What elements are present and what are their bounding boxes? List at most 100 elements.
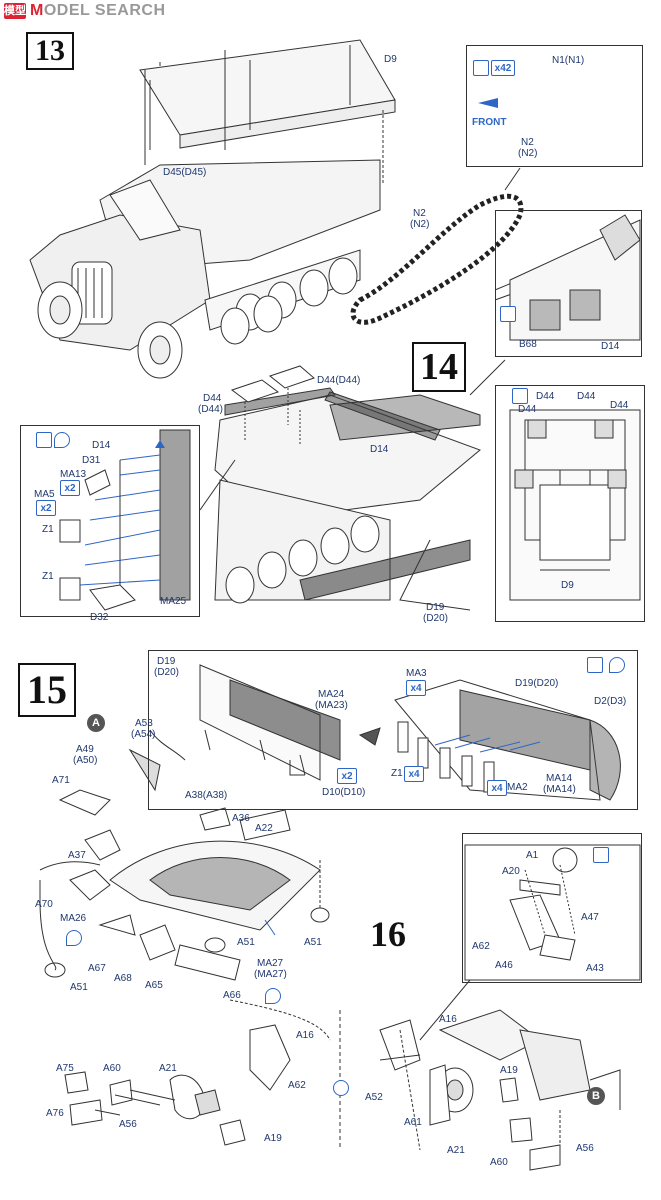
part-label: D14: [370, 444, 389, 455]
part-label: (A50): [73, 755, 98, 766]
multiplier-badge-ma2: x4: [487, 780, 507, 796]
part-label: A65: [145, 980, 163, 991]
part-label: A66: [223, 990, 241, 1001]
multiplier-badge-z1: x4: [404, 766, 424, 782]
step14-detail-right: [495, 385, 645, 622]
part-label: D44: [536, 391, 555, 402]
part-label: A51: [304, 937, 322, 948]
part-label: A61: [404, 1117, 422, 1128]
cement-icon: [500, 306, 516, 322]
part-label: A38(A38): [185, 790, 228, 801]
paint-drop-icon: [66, 930, 82, 946]
step-number-16: 16: [365, 912, 411, 956]
watermark-text: MODEL SEARCH: [30, 2, 166, 19]
multiplier-badge-ma3: x4: [406, 680, 426, 696]
part-label: B68: [519, 339, 537, 350]
part-label: A21: [447, 1145, 465, 1156]
part-label: A37: [68, 850, 86, 861]
part-label: A16: [439, 1014, 457, 1025]
part-label: MA5: [34, 489, 55, 500]
part-label: D14: [601, 341, 620, 352]
part-label: (D20): [154, 667, 180, 678]
part-label: MA3: [406, 668, 427, 679]
part-label: A51: [237, 937, 255, 948]
part-label: D19(D20): [515, 678, 559, 689]
part-label: A49: [76, 744, 94, 755]
part-label: Z1: [391, 768, 403, 779]
part-label: A19: [264, 1133, 282, 1144]
part-label: MA27: [257, 958, 284, 969]
part-label: (D20): [423, 613, 449, 624]
part-label: A53: [135, 718, 153, 729]
part-label: MA13: [60, 469, 87, 480]
quantity-badge: x42: [491, 60, 515, 76]
step-number-15: 15: [18, 663, 76, 717]
watermark-logo: 模型: [4, 3, 26, 19]
part-label: A62: [472, 941, 490, 952]
part-label: (D44): [198, 404, 224, 415]
part-label: D31: [82, 455, 101, 466]
part-label: (MA14): [543, 784, 576, 795]
part-label: A36: [232, 813, 250, 824]
part-label: Z1: [42, 571, 54, 582]
part-label: A70: [35, 899, 53, 910]
cement-icon: [587, 657, 603, 673]
cement-icon: [36, 432, 52, 448]
part-label: N2: [521, 137, 534, 148]
part-label: A56: [576, 1143, 594, 1154]
part-label: N2: [413, 208, 426, 219]
part-label: D2(D3): [594, 696, 627, 707]
part-label: MA24: [318, 689, 345, 700]
part-label: D44: [518, 404, 537, 415]
subassembly-b-marker: B: [587, 1087, 605, 1105]
step-number-14: 14: [412, 342, 466, 392]
part-label: A20: [502, 866, 520, 877]
part-label: A43: [586, 963, 604, 974]
part-label: D19: [426, 602, 445, 613]
multiplier-badge-ma5: x2: [36, 500, 56, 516]
step14-detail-top: [495, 210, 642, 357]
part-label: MA14: [546, 773, 573, 784]
flip-view-icon: [333, 1080, 349, 1096]
step-number-13: 13: [26, 32, 74, 70]
step14-detail-left: [20, 425, 200, 617]
part-label: A67: [88, 963, 106, 974]
part-label: (MA23): [315, 700, 348, 711]
cement-icon: [593, 847, 609, 863]
part-label: D44(D44): [317, 375, 361, 386]
part-label: MA26: [60, 913, 87, 924]
part-label: A46: [495, 960, 513, 971]
part-label: D32: [90, 612, 109, 623]
cement-icon: [512, 388, 528, 404]
step16-detail: [462, 833, 642, 983]
cement-icon: [473, 60, 489, 76]
part-label: D44: [577, 391, 596, 402]
part-label: A51: [70, 982, 88, 993]
part-label: A47: [581, 912, 599, 923]
multiplier-badge-d10: x2: [337, 768, 357, 784]
part-label: D9: [561, 580, 574, 591]
part-label: A75: [56, 1063, 74, 1074]
part-label: A71: [52, 775, 70, 786]
part-label: (N2): [518, 148, 538, 159]
part-label: A60: [103, 1063, 121, 1074]
paint-drop-icon: [54, 432, 70, 448]
part-label: D45(D45): [163, 167, 207, 178]
part-label: D44: [610, 400, 629, 411]
watermark: 模型 MODEL SEARCH: [4, 2, 166, 20]
paint-drop-icon: [609, 657, 625, 673]
part-label: A56: [119, 1119, 137, 1130]
step13-track-inset: [466, 45, 643, 167]
part-label: (N2): [410, 219, 430, 230]
part-label: A60: [490, 1157, 508, 1168]
front-label: FRONT: [472, 117, 507, 128]
part-label: A16: [296, 1030, 314, 1041]
part-label: A52: [365, 1092, 383, 1103]
part-label: MA25: [160, 596, 187, 607]
part-label: A62: [288, 1080, 306, 1091]
part-label: MA2: [507, 782, 528, 793]
multiplier-badge-ma13: x2: [60, 480, 80, 496]
part-label: D14: [92, 440, 111, 451]
